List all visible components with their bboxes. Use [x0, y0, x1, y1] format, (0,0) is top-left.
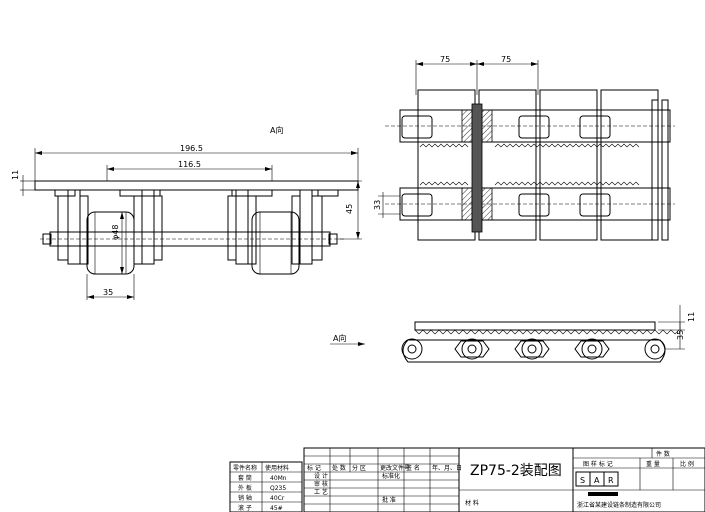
parts-header-material: 使用材料: [265, 464, 289, 472]
roller-left: [86, 211, 135, 275]
logo-bar: [588, 492, 618, 496]
dim-plate-thickness: 11: [11, 170, 20, 180]
part-material: Q235: [270, 485, 286, 492]
material-label: 材 料: [465, 499, 479, 507]
rev-header-date: 年、月、日: [432, 464, 462, 472]
title-block: 零件名称 使用材料 套 筒 40Mn 外 板 Q235 销 轴 40Cr 滚 子…: [229, 447, 705, 512]
company-name: 浙江省某建设链条制造有限公司: [577, 501, 661, 509]
rev-header-mark: 标 记: [307, 464, 321, 472]
side-view-label: A向: [333, 333, 346, 343]
dim-height: 45: [345, 204, 354, 214]
part-material: 45#: [270, 505, 283, 512]
dim-overall: 196.5: [180, 144, 203, 153]
row-review: 审 核: [314, 480, 328, 488]
row-standard: 标准化: [382, 472, 400, 480]
row-design: 设 计: [314, 472, 328, 480]
part-name: 外 板: [238, 484, 252, 492]
outer-plate-right: [311, 195, 323, 261]
dim-roller-dia: φ48: [111, 225, 120, 240]
sar-r: R: [608, 476, 614, 485]
front-view-label: A向: [270, 125, 283, 135]
count-label: 件 数: [656, 450, 670, 458]
rev-header-sign: 签 名: [406, 464, 420, 472]
part-name: 销 轴: [238, 494, 252, 502]
dim-side-top: 11: [687, 312, 696, 322]
part-material: 40Mn: [270, 475, 287, 482]
outer-plate-left: [57, 195, 69, 261]
rev-header-zone: 分 区: [352, 464, 366, 472]
dim-pitch-right: 75: [501, 55, 511, 64]
part-material: 40Cr: [270, 495, 285, 502]
row-approve: 批 准: [382, 496, 396, 504]
parts-header-name: 零件名称: [233, 464, 257, 472]
sar-s: S: [580, 476, 585, 485]
side-view: A向 11 35: [330, 305, 696, 363]
part-name: 滚 子: [238, 504, 252, 512]
dim-pitch-left: 75: [440, 55, 450, 64]
rev-header-count: 处 数: [332, 464, 346, 472]
drawing-title: ZP75-2装配图: [470, 463, 562, 479]
front-view: A向: [11, 125, 362, 300]
rev-header-doc: 更改文件号: [380, 464, 410, 472]
top-view: 75 75 33: [373, 55, 675, 241]
weight-label: 重 量: [646, 460, 660, 468]
part-name: 套 筒: [238, 474, 252, 482]
dim-center-offset: 33: [373, 200, 382, 210]
sar-a: A: [594, 476, 600, 485]
scale-label: 比 例: [680, 460, 694, 468]
row-process: 工 艺: [314, 488, 328, 496]
dim-roller-width: 35: [103, 288, 113, 297]
dim-inner: 116.5: [178, 160, 201, 169]
dim-side-height: 35: [676, 330, 685, 340]
roller-right: [251, 211, 300, 275]
top-plate: [34, 180, 359, 191]
side-plate: [414, 321, 656, 331]
sample-mark-label: 图 样 标 记: [583, 460, 613, 468]
